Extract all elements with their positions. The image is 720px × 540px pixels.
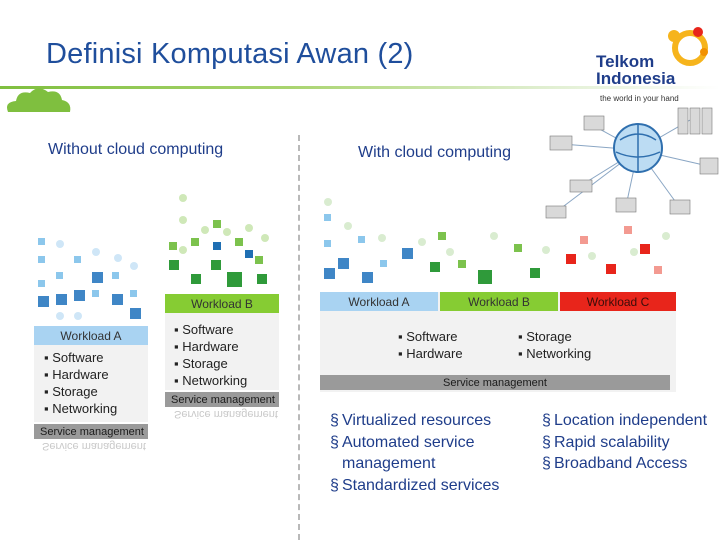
bullet-marker: § [542, 455, 551, 472]
cloud-network-graphic [545, 107, 719, 219]
stack-a-item: ▪ Storage [44, 384, 98, 399]
logo-text-indonesia: Indonesia [596, 69, 676, 88]
benefits-left-list: §Virtualized resources §Automated servic… [330, 410, 530, 496]
stack-b-item: ▪ Networking [174, 373, 248, 388]
section-divider [298, 135, 300, 540]
bullet-marker: § [542, 412, 551, 429]
benefit-item: §Standardized services [330, 475, 530, 497]
stack-a-item: ▪ Hardware [44, 367, 109, 382]
benefit-item: §Rapid scalability [542, 432, 712, 454]
stack-b-item: ▪ Software [174, 322, 234, 337]
bullet-marker: § [330, 476, 339, 494]
bullet-marker: § [542, 433, 551, 451]
benefit-item: §Broadband Access [542, 453, 712, 475]
stack-b-item: ▪ Hardware [174, 339, 239, 354]
combined-item: ▪ Hardware [398, 346, 463, 361]
benefit-item: §Location independent [542, 410, 712, 432]
stack-a-service-reflection: Service management [42, 440, 146, 452]
combined-list-left: ▪ Software ▪ Hardware [398, 328, 463, 362]
stack-a-service-bar: Service management [34, 424, 148, 439]
combined-item: ▪ Storage [518, 329, 572, 344]
stack-b-service-bar: Service management [165, 392, 279, 407]
stack-a-workload-label: Workload A [34, 326, 148, 345]
benefit-item: §Automated service management [330, 432, 530, 475]
combined-workload-blocks-graphic [324, 198, 670, 284]
combined-list-right: ▪ Storage ▪ Networking [518, 328, 591, 362]
stack-a-list: ▪ Software ▪ Hardware ▪ Storage ▪ Networ… [44, 349, 117, 417]
stack-b-item: ▪ Storage [174, 356, 228, 371]
bullet-marker: § [330, 412, 339, 429]
workload-b-label: Workload B [440, 292, 558, 311]
stack-a-item: ▪ Software [44, 350, 104, 365]
combined-item: ▪ Software [398, 329, 458, 344]
without-cloud-heading: Without cloud computing [48, 141, 224, 158]
title-underline [0, 86, 720, 89]
workload-a-blocks-graphic [38, 238, 141, 320]
benefits-right-list: §Location independent §Rapid scalability… [542, 410, 712, 475]
page-title: Definisi Komputasi Awan (2) [46, 38, 414, 70]
stack-a-item: ▪ Networking [44, 401, 118, 416]
workload-c-label: Workload C [560, 292, 676, 311]
benefit-item: §Virtualized resources [330, 410, 530, 432]
stack-b-workload-label: Workload B [165, 294, 279, 313]
bullet-marker: § [330, 433, 339, 451]
combined-item: ▪ Networking [518, 346, 592, 361]
with-cloud-heading: With cloud computing [358, 144, 511, 161]
workload-a-label: Workload A [320, 292, 438, 311]
stack-b-service-reflection: Service management [174, 408, 278, 420]
cloud-icon [7, 88, 71, 112]
combined-service-bar: Service management [320, 375, 670, 390]
telkom-logo-icon [668, 27, 708, 66]
stack-b-list: ▪ Software ▪ Hardware ▪ Storage ▪ Networ… [174, 321, 247, 389]
workload-b-blocks-graphic [169, 194, 269, 287]
logo-tagline: the world in your hand [600, 94, 679, 103]
logo-text-telkom: Telkom [596, 52, 655, 71]
